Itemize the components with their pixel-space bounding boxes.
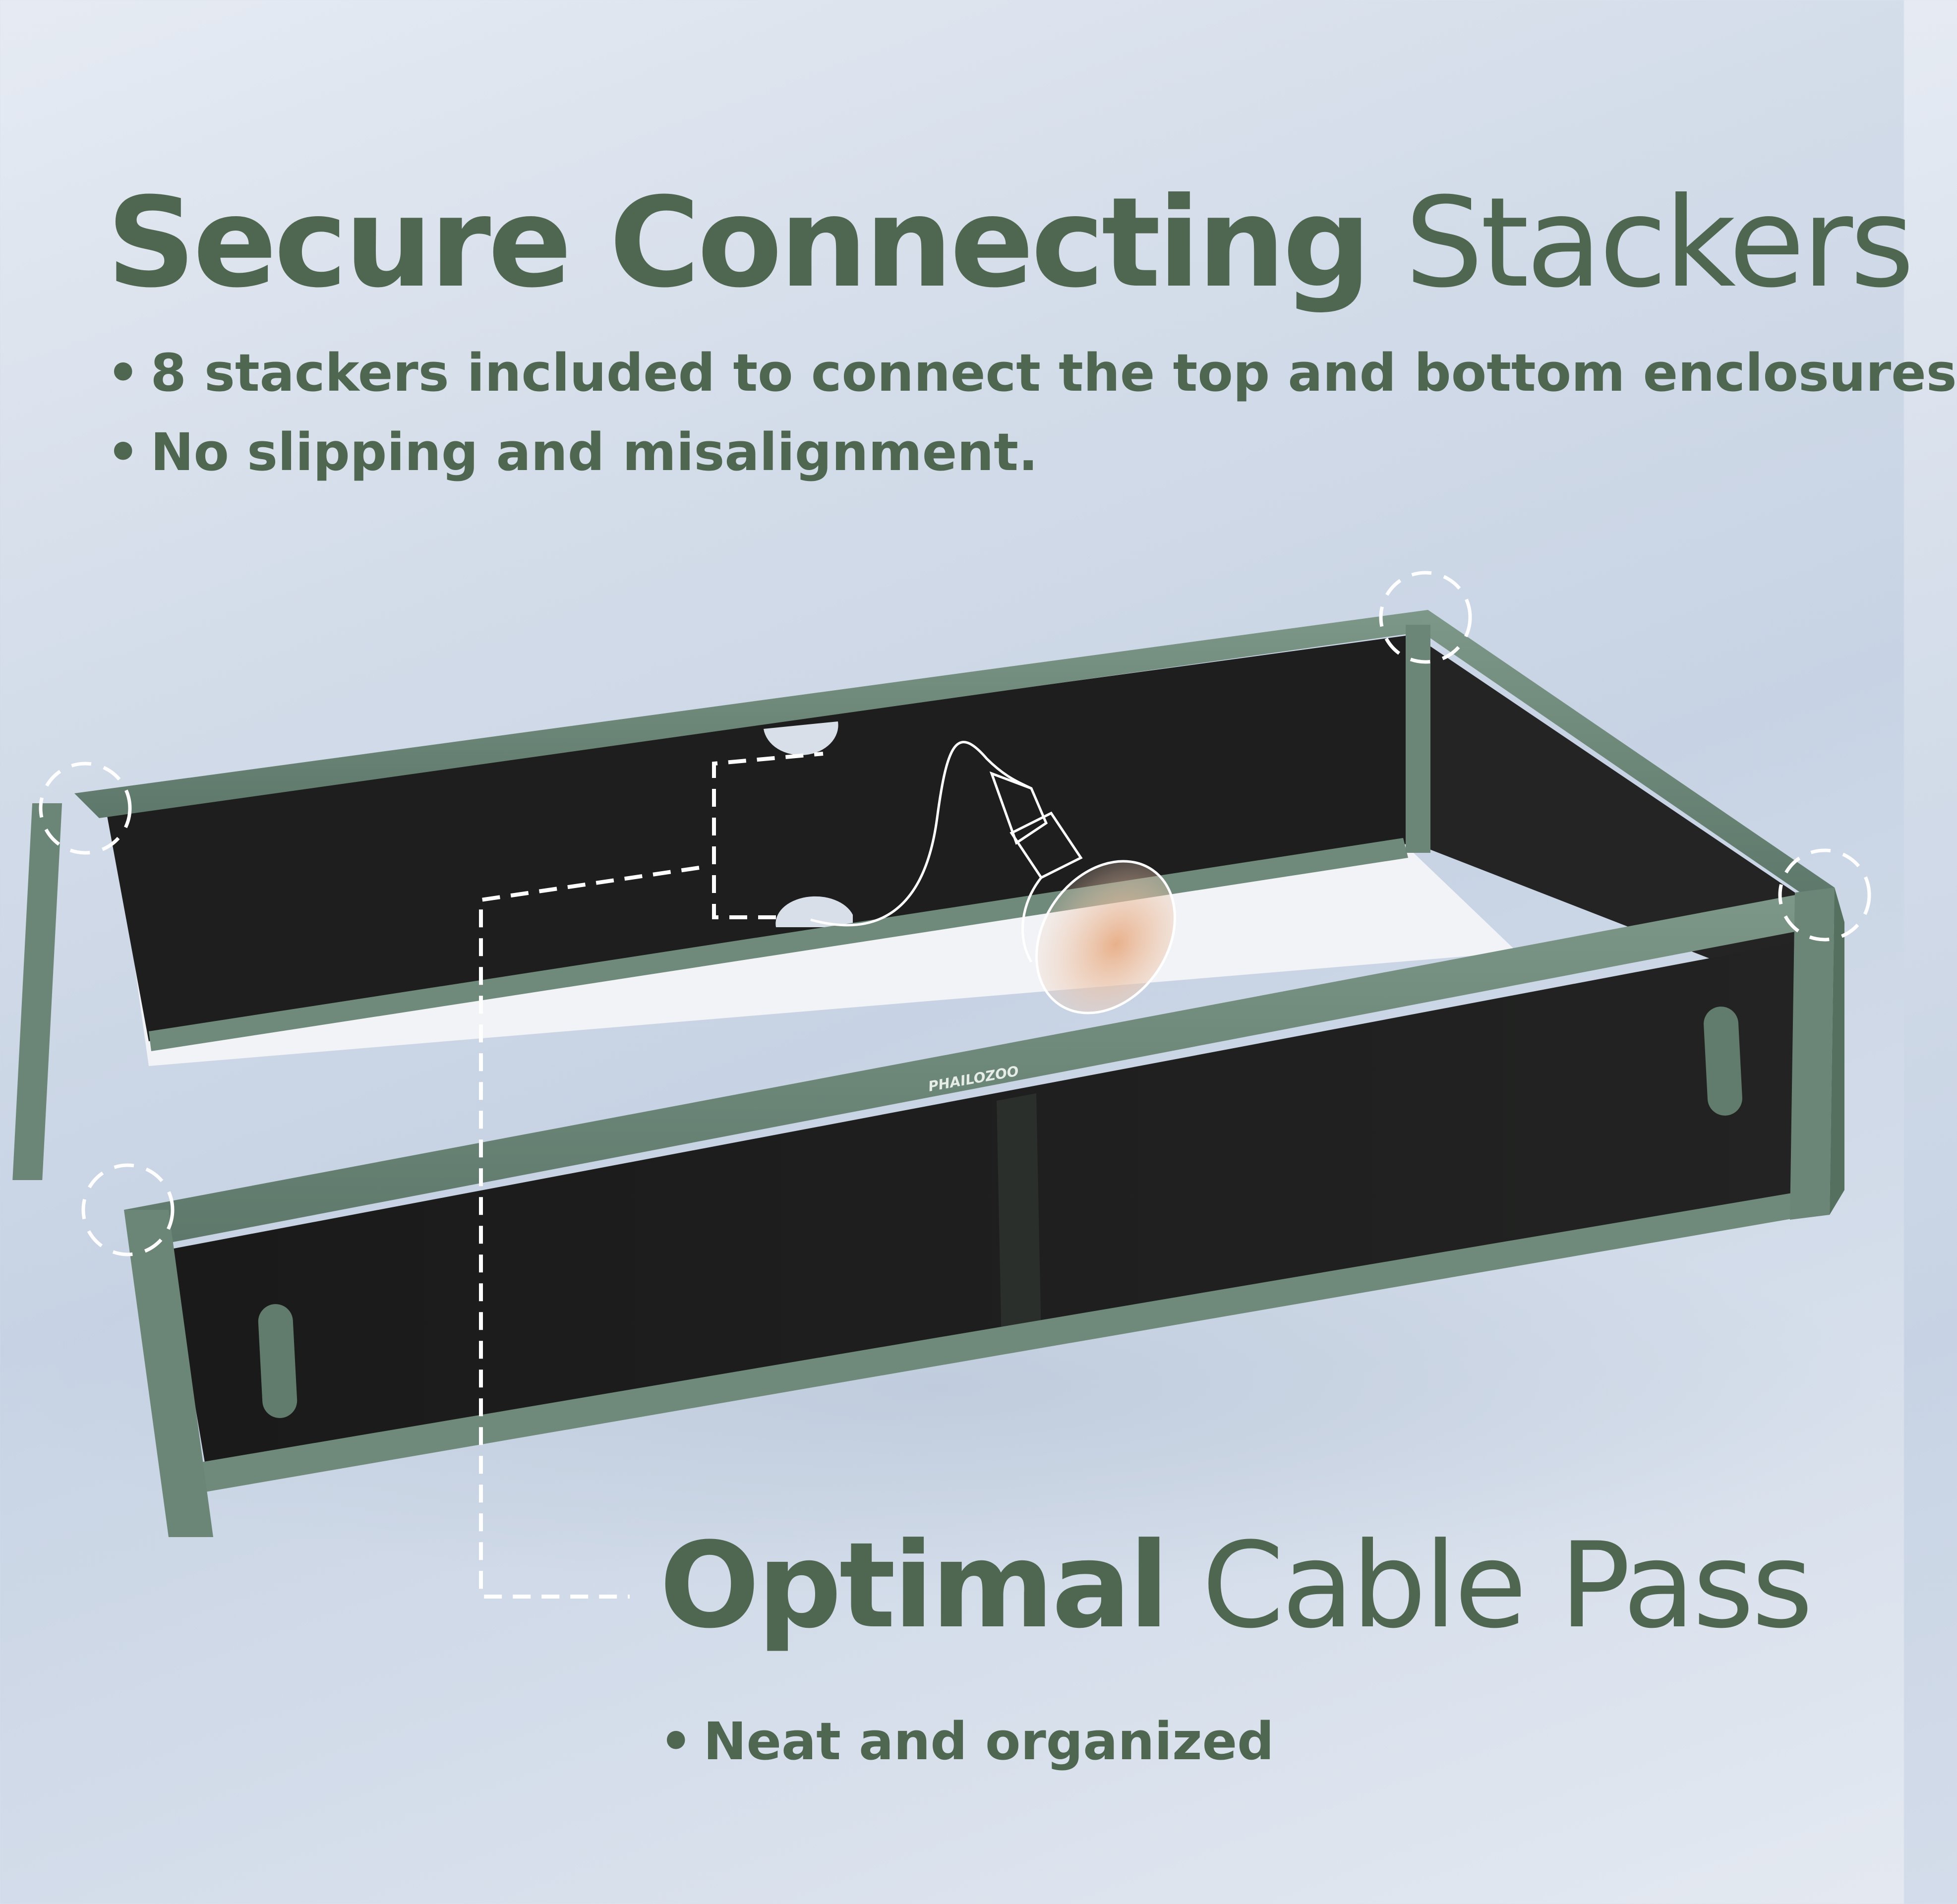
back-left-post — [12, 803, 62, 1180]
stackers-bullet-2-text: No slipping and misalignment. — [150, 422, 1038, 482]
stacker-highlight-front-right — [1778, 848, 1871, 942]
back-right-post — [1406, 625, 1430, 853]
back-top-rail — [74, 610, 1438, 818]
stackers-title-light: Stackers — [1405, 171, 1914, 315]
right-top-rail — [1418, 610, 1835, 902]
heat-lamp-icon — [810, 741, 1176, 1014]
door-handle-right — [1704, 1007, 1742, 1116]
stacker-highlight-top-right — [1379, 571, 1472, 664]
right-end-face — [1830, 888, 1844, 1215]
cable-route-line — [479, 752, 824, 1599]
cable-hole-upper — [764, 721, 838, 755]
stackers-title: Secure Connecting Stackers — [107, 181, 1914, 305]
door-seam — [997, 1093, 1041, 1346]
front-panel — [169, 942, 1795, 1483]
door-handle-left — [258, 1304, 297, 1418]
cable-hole-lower — [775, 896, 853, 927]
right-side-panel — [1413, 635, 1795, 992]
front-left-post — [124, 1210, 213, 1537]
bullet-dot: • — [659, 1711, 693, 1772]
stackers-bullet-1: •8 stackers included to connect the top … — [107, 347, 1957, 399]
cable-pass-bullet-1-text: Neat and organized — [703, 1711, 1274, 1772]
stacker-highlight-back-left — [39, 762, 132, 855]
stackers-bullet-1-text: 8 stackers included to connect the top a… — [150, 343, 1957, 403]
stackers-title-bold: Secure Connecting — [107, 171, 1371, 315]
bullet-dot: • — [107, 422, 140, 482]
cable-pass-title-light: Cable Pass — [1201, 1517, 1813, 1655]
enclosure-illustration: PHAILOZOO — [0, 571, 1884, 1599]
front-top-rail — [124, 888, 1844, 1250]
cable-pass-title-bold: Optimal — [659, 1517, 1169, 1655]
back-panel — [107, 635, 1413, 1041]
front-right-post — [1790, 888, 1835, 1220]
stacker-highlight-front-left — [81, 1163, 175, 1256]
cable-pass-bullet-1: •Neat and organized — [659, 1716, 1274, 1767]
cable-pass-title: Optimal Cable Pass — [659, 1527, 1813, 1645]
front-bottom-rail — [169, 1190, 1815, 1497]
stackers-bullet-2: •No slipping and misalignment. — [107, 426, 1038, 478]
bullet-dot: • — [107, 343, 140, 403]
